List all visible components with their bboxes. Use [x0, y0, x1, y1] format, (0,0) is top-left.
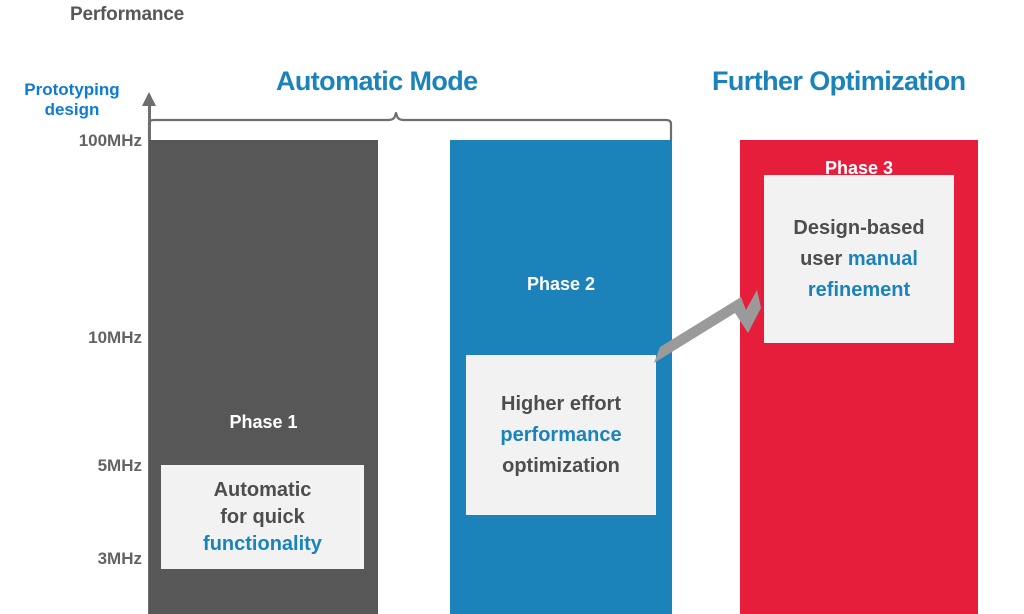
- phase3-callout-line1: Design-based: [793, 216, 925, 239]
- phase2-callout-line1: Higher effort: [501, 392, 621, 415]
- phase1-callout-line2: for quick: [220, 505, 305, 528]
- phase2-callout-text: Higher effort performance optimization: [500, 389, 621, 482]
- tick-label-5mhz: 5MHz: [97, 456, 142, 475]
- y-axis-ticks: 100MHz 10MHz 5MHz 3MHz: [0, 0, 142, 614]
- tick-label-100mhz: 100MHz: [78, 131, 142, 150]
- phase3-callout-highlight-2: refinement: [807, 278, 911, 301]
- phase2-callout-box: Higher effort performance optimization: [466, 355, 656, 515]
- bar-phase1[interactable]: Phase 1 Automatic for quick functionalit…: [149, 140, 378, 614]
- tick-label-3mhz: 3MHz: [97, 549, 142, 568]
- phase3-heading: Phase 3: [824, 158, 894, 178]
- phase2-callout-line3: optimization: [502, 454, 620, 477]
- section-title-further-optimization: Further Optimization: [712, 66, 966, 96]
- automatic-mode-brace: [147, 112, 673, 142]
- phase3-callout-line2: user: [800, 247, 848, 270]
- section-title-automatic-mode: Automatic Mode: [276, 66, 478, 96]
- phase3-callout-highlight: manual: [847, 247, 918, 270]
- prototyping-line-2: design: [44, 100, 100, 119]
- phase2-to-phase3-arrow-icon: [654, 290, 761, 363]
- phase2-callout-highlight: performance: [500, 423, 622, 446]
- phase1-callout-text: Automatic for quick functionality: [203, 477, 322, 558]
- phase1-heading: Phase 1: [229, 412, 298, 432]
- prototyping-line-1: Prototyping: [24, 80, 120, 99]
- phase1-callout-box: Automatic for quick functionality: [161, 465, 364, 569]
- performance-axis-title: Performance: [70, 4, 184, 25]
- phase2-heading: Phase 2: [526, 274, 596, 294]
- tick-label-10mhz: 10MHz: [88, 328, 142, 347]
- bar-phase3[interactable]: Phase 3 Design-based user manual refinem…: [740, 140, 978, 614]
- prototyping-design-label: Prototyping design: [8, 80, 136, 120]
- y-axis-arrow-icon: [142, 92, 156, 106]
- phase1-callout-line1: Automatic: [213, 478, 312, 501]
- phase3-callout-text: Design-based user manual refinement: [793, 213, 924, 306]
- bar-phase2[interactable]: Phase 2 Higher effort performance optimi…: [450, 140, 672, 614]
- phase3-callout-box: Design-based user manual refinement: [764, 175, 954, 343]
- phase1-callout-highlight: functionality: [203, 532, 322, 555]
